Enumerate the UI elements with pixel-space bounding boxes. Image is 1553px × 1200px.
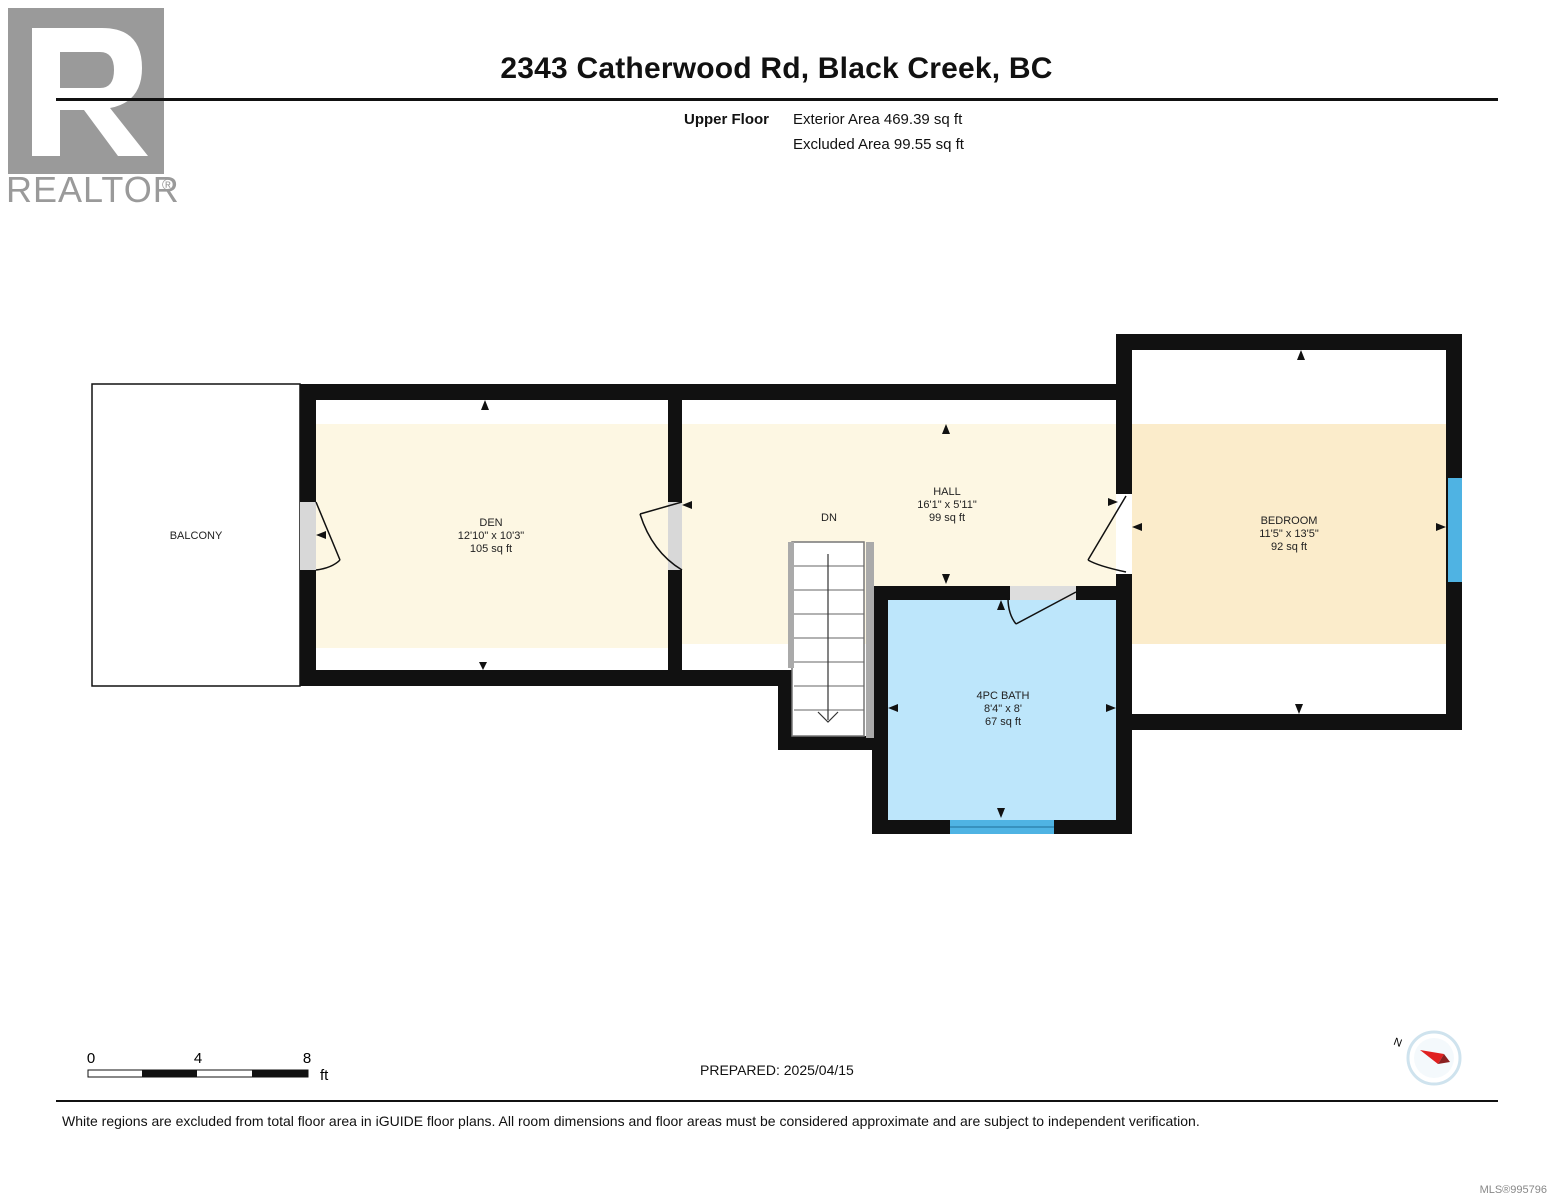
disclaimer-text: White regions are excluded from total fl… — [62, 1113, 1200, 1129]
bedroom-door-gap — [1116, 494, 1132, 574]
den-door-swing — [639, 501, 683, 571]
bedroom-window — [1448, 478, 1462, 582]
realtor-logo: REALTOR ® — [6, 8, 178, 210]
compass-icon: N — [1392, 1030, 1462, 1086]
logo-registered-mark: ® — [162, 177, 174, 194]
bedroom-fill — [1132, 424, 1446, 644]
den-name: DEN — [479, 517, 502, 529]
scale-tick-8: 8 — [303, 1050, 311, 1067]
compass-north-label: N — [1392, 1036, 1403, 1050]
dimension-markers — [316, 350, 1446, 818]
hall-dimensions: 16'1" x 5'11" — [917, 499, 977, 511]
mls-number: MLS®995796 — [1479, 1184, 1547, 1196]
scale-tick-4: 4 — [194, 1050, 202, 1067]
footer-rule — [56, 1100, 1498, 1102]
scale-unit: ft — [320, 1067, 329, 1084]
balcony-door-swing — [315, 501, 341, 571]
prepared-date: PREPARED: 2025/04/15 — [700, 1062, 854, 1078]
bedroom-dimensions: 11'5" x 13'5" — [1259, 528, 1319, 540]
exterior-area: Exterior Area 469.39 sq ft — [793, 111, 963, 128]
logo-wordmark: REALTOR — [6, 169, 178, 210]
balcony-label: BALCONY — [170, 530, 223, 542]
bedroom-name: BEDROOM — [1261, 515, 1318, 527]
den-fill — [316, 424, 670, 648]
balcony-outline — [91, 383, 301, 687]
balcony-door-gap — [300, 502, 316, 570]
bedroom-door-swing — [1087, 495, 1127, 573]
bath-name: 4PC BATH — [977, 690, 1030, 702]
floor-name: Upper Floor — [684, 111, 769, 128]
property-address-title: 2343 Catherwood Rd, Black Creek, BC — [500, 52, 1053, 85]
den-door-gap — [668, 502, 682, 570]
hall-name: HALL — [933, 486, 961, 498]
hall-area: 99 sq ft — [929, 512, 965, 524]
scale-bar: 0 4 8 ft — [87, 1050, 329, 1084]
bath-fill — [888, 598, 1118, 820]
stairs-down-label: DN — [821, 512, 837, 524]
den-dimensions: 12'10" x 10'3" — [458, 530, 525, 542]
bath-dimensions: 8'4" x 8' — [984, 703, 1022, 715]
den-area: 105 sq ft — [470, 543, 512, 555]
excluded-area: Excluded Area 99.55 sq ft — [793, 136, 964, 153]
header-rule — [56, 98, 1498, 101]
stairs — [788, 541, 874, 738]
bath-door-gap — [1010, 586, 1076, 600]
scale-tick-0: 0 — [87, 1050, 95, 1067]
bath-area: 67 sq ft — [985, 716, 1021, 728]
bedroom-area: 92 sq ft — [1271, 541, 1307, 553]
bath-door-swing — [1007, 591, 1077, 625]
